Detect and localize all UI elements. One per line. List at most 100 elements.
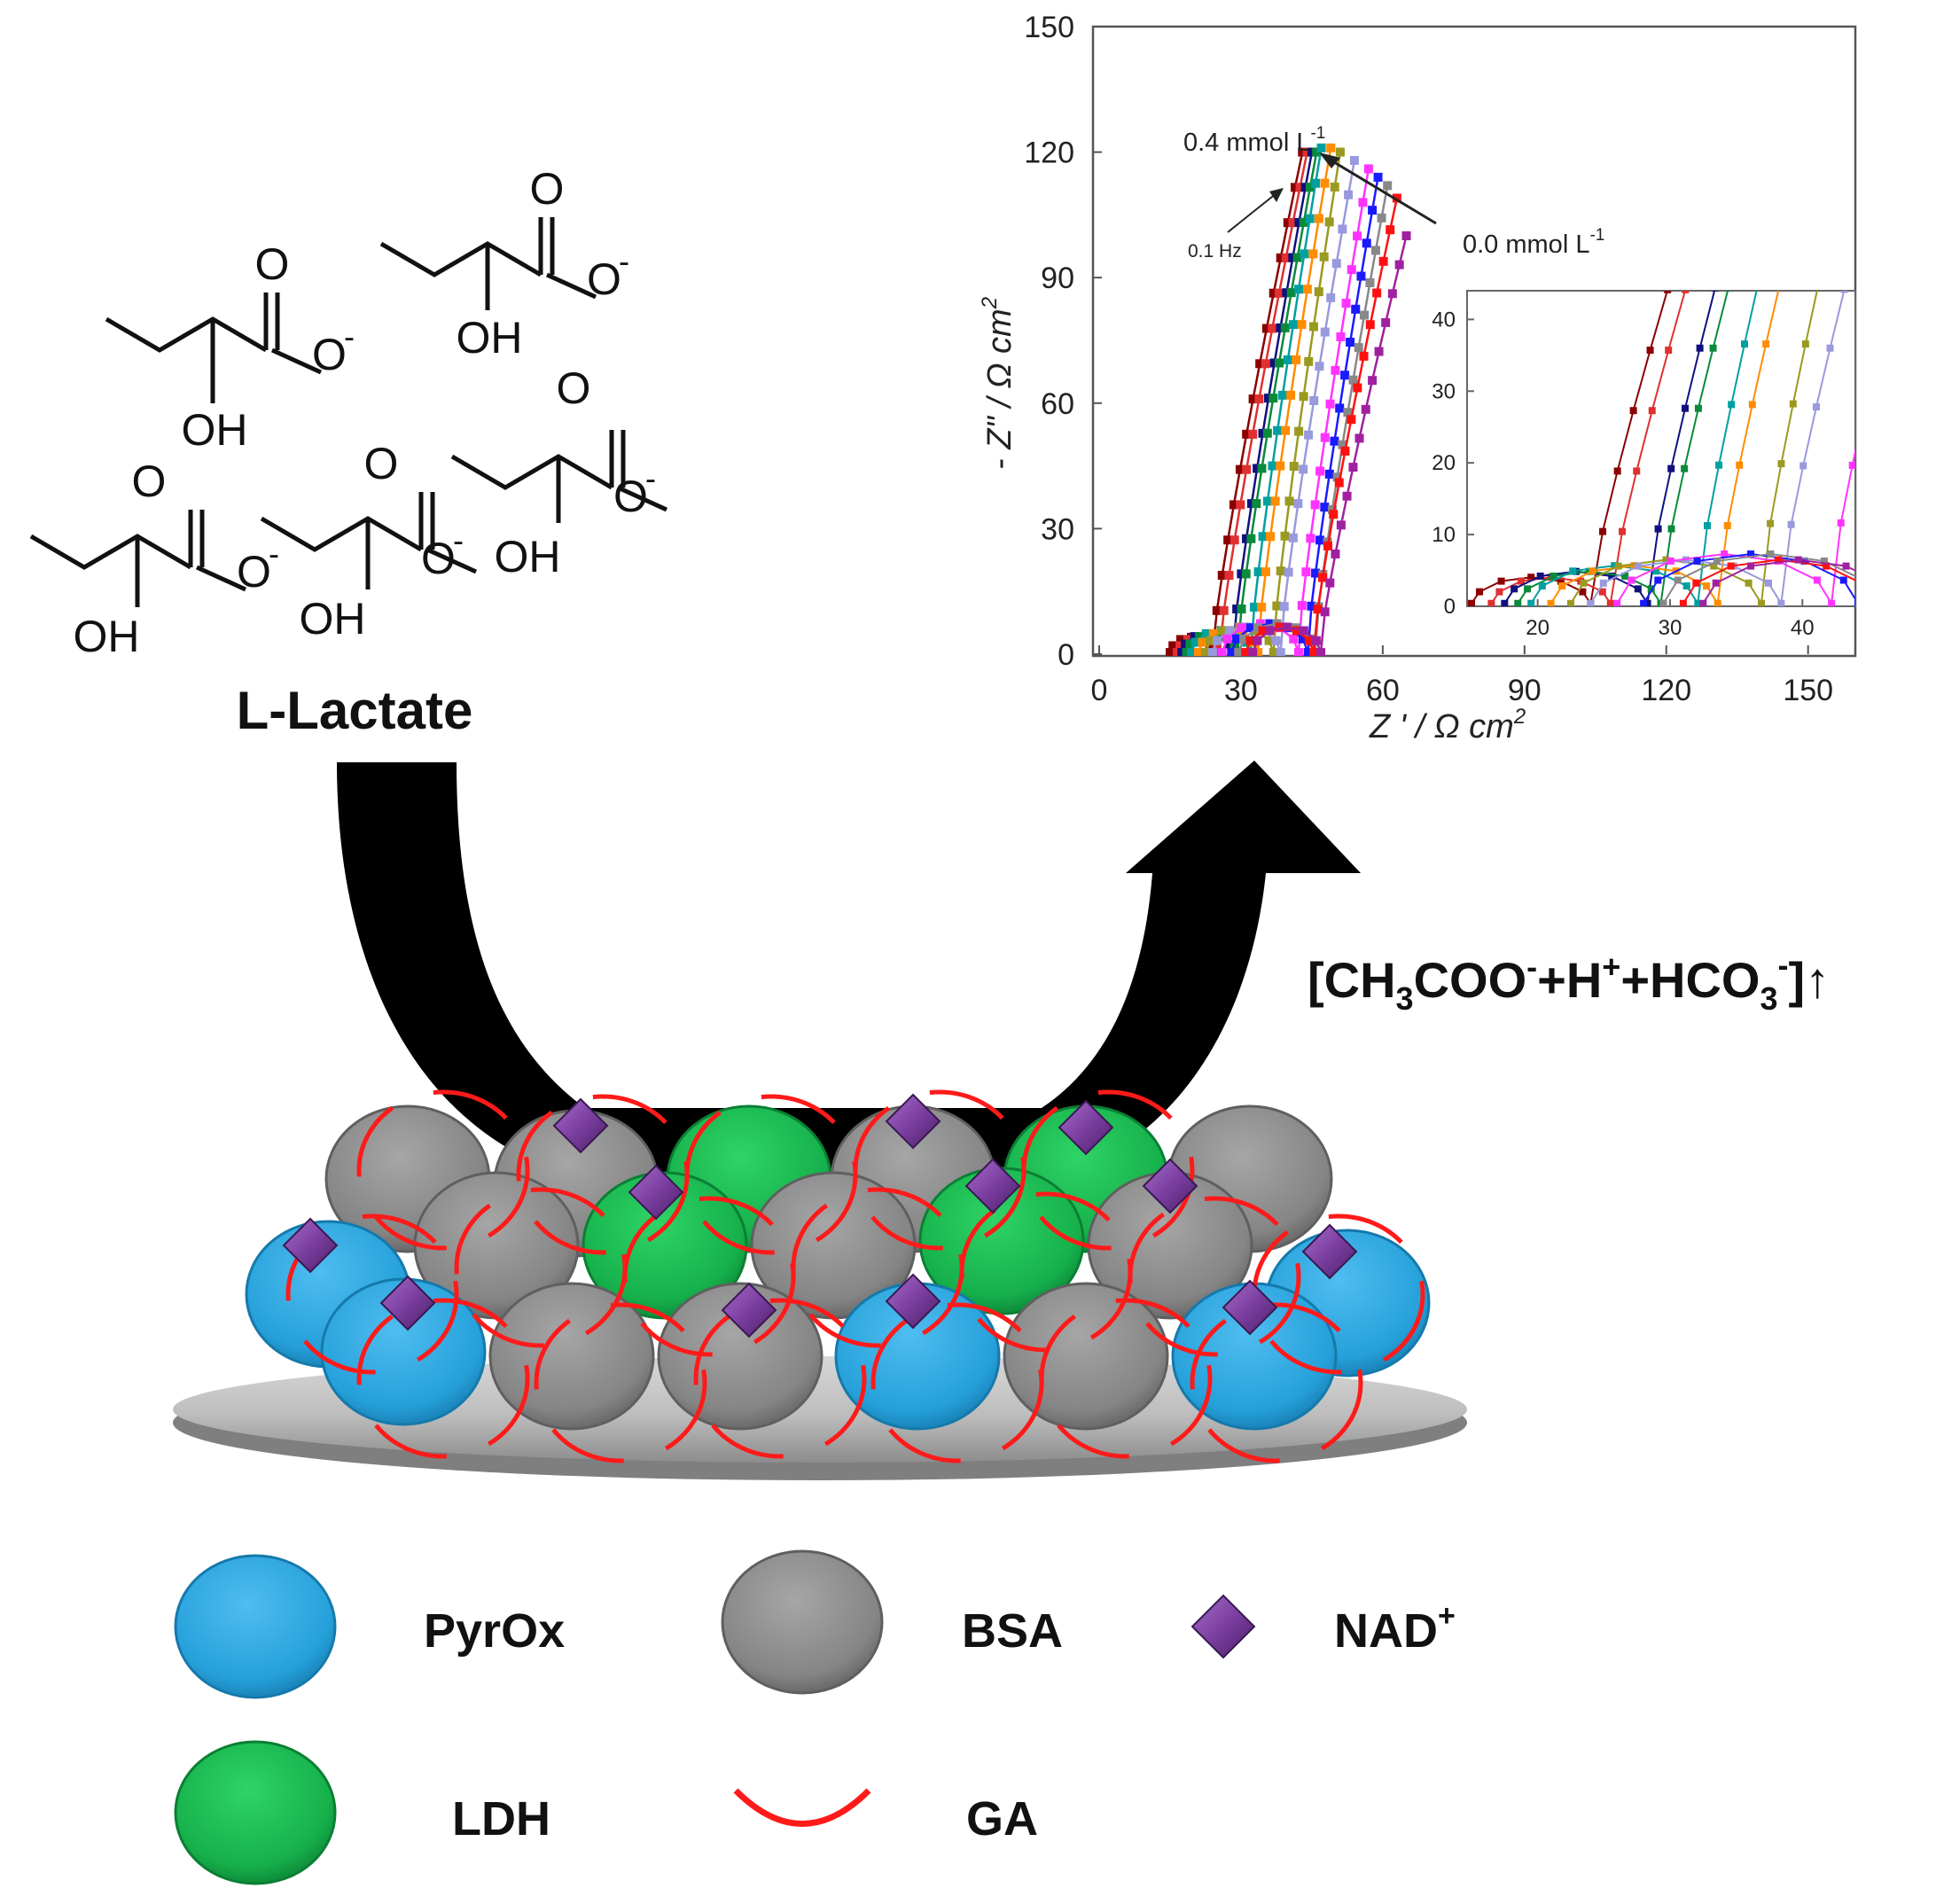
series-point: [1370, 246, 1380, 255]
series-point: [1186, 648, 1196, 656]
y-tick-label: 30: [1041, 512, 1074, 546]
lactate-molecule: [29, 510, 247, 607]
series-point: [1347, 415, 1356, 425]
inset-series-point: [1704, 522, 1712, 530]
series-point: [1237, 623, 1246, 633]
inset-series-point: [1876, 464, 1883, 471]
inset-series-point: [1922, 355, 1929, 362]
lactate-molecule: [105, 293, 323, 403]
series-point: [1277, 390, 1287, 400]
series-point: [1309, 648, 1319, 656]
inset-series-point: [1931, 431, 1936, 438]
series-point: [1185, 639, 1195, 649]
series-point: [1300, 183, 1310, 192]
inset-series-point: [1801, 340, 1809, 348]
series-point: [1269, 358, 1279, 368]
series-point: [1276, 566, 1285, 576]
inset-series-point: [1527, 599, 1535, 606]
series-point: [1258, 428, 1268, 438]
series-point: [1365, 277, 1375, 287]
series-point: [1336, 332, 1346, 341]
inset-series-point: [1714, 599, 1721, 606]
series-point: [1229, 500, 1238, 510]
series-point: [1274, 288, 1284, 298]
series-point: [1320, 607, 1330, 617]
series-point: [1349, 156, 1359, 166]
inset-series-point: [1699, 599, 1707, 606]
inset-series-point: [1569, 567, 1577, 575]
inset-series-point: [1854, 599, 1855, 606]
inset-series-point: [1635, 562, 1643, 570]
inset-series-point: [1870, 42, 1877, 49]
inset-series-point: [1710, 562, 1718, 570]
series-point: [1276, 461, 1285, 471]
series-point: [1217, 570, 1227, 580]
series-point: [1311, 636, 1321, 645]
series-point: [1293, 499, 1303, 509]
series-point: [1332, 472, 1342, 482]
lactate-molecule: [260, 492, 478, 589]
series-point: [1281, 253, 1291, 262]
ga-crosslink: [622, 1196, 796, 1357]
inset-series-point: [1862, 404, 1869, 411]
inset-series-point: [1882, 526, 1889, 533]
series-point: [1314, 214, 1323, 223]
legend-label-nad: NAD+: [1334, 1599, 1456, 1658]
inset-series-point: [1799, 462, 1807, 470]
series-point: [1331, 259, 1341, 269]
freq-arrow: [1227, 192, 1277, 233]
series-point: [1198, 637, 1207, 647]
inset-series-point: [1888, 289, 1895, 296]
series-point: [1326, 143, 1336, 152]
inset-series-point: [1764, 579, 1772, 587]
charge: -: [453, 522, 464, 558]
inset-series-point: [1693, 557, 1701, 565]
series-point: [1175, 635, 1185, 644]
series-point: [1207, 648, 1217, 656]
nad-diamond: [1058, 1099, 1114, 1156]
series-point: [1319, 252, 1329, 261]
x-tick-label: 150: [1783, 674, 1833, 707]
series-point: [1284, 567, 1293, 577]
series-point: [1299, 392, 1308, 402]
nad-molecules: [282, 1093, 1358, 1338]
inset-series-point: [1842, 562, 1850, 570]
inset-series-point: [1628, 576, 1635, 584]
series-point: [1356, 271, 1366, 281]
series-point: [1381, 317, 1391, 327]
nad-diamond: [552, 1097, 609, 1154]
inset-series-point: [1580, 579, 1588, 587]
inset-series-point: [1599, 579, 1607, 587]
series-point: [1237, 605, 1246, 614]
series-point: [1308, 249, 1318, 259]
y-tick-label: 90: [1041, 261, 1074, 295]
series-point: [1190, 637, 1200, 647]
series-point: [1269, 394, 1278, 403]
series-point: [1316, 648, 1326, 656]
series-point: [1225, 639, 1235, 649]
series-point: [1329, 510, 1339, 519]
series-point: [1265, 619, 1275, 628]
series-point: [1312, 147, 1322, 157]
series-point: [1334, 478, 1344, 488]
series-point: [1206, 636, 1215, 645]
series-point: [1374, 347, 1384, 356]
y-tick-label: 150: [1024, 11, 1074, 44]
x-tick-label: 60: [1366, 674, 1400, 707]
inset-series-point: [1654, 576, 1662, 584]
inset-series-point: [1775, 556, 1783, 564]
series-point: [1353, 231, 1362, 241]
series-point: [1309, 395, 1319, 405]
series-point: [1295, 183, 1305, 192]
series-point: [1325, 578, 1335, 588]
legend-swatch-bsa: [721, 1549, 884, 1695]
legend-label-ga: GA: [966, 1792, 1038, 1845]
series-point: [1378, 256, 1388, 266]
inset-series-point: [1664, 291, 1672, 293]
series-point: [1401, 231, 1411, 240]
inset-series-point: [1828, 599, 1836, 606]
series-point: [1265, 626, 1275, 636]
series-point: [1258, 532, 1268, 542]
series-point: [1282, 288, 1292, 298]
